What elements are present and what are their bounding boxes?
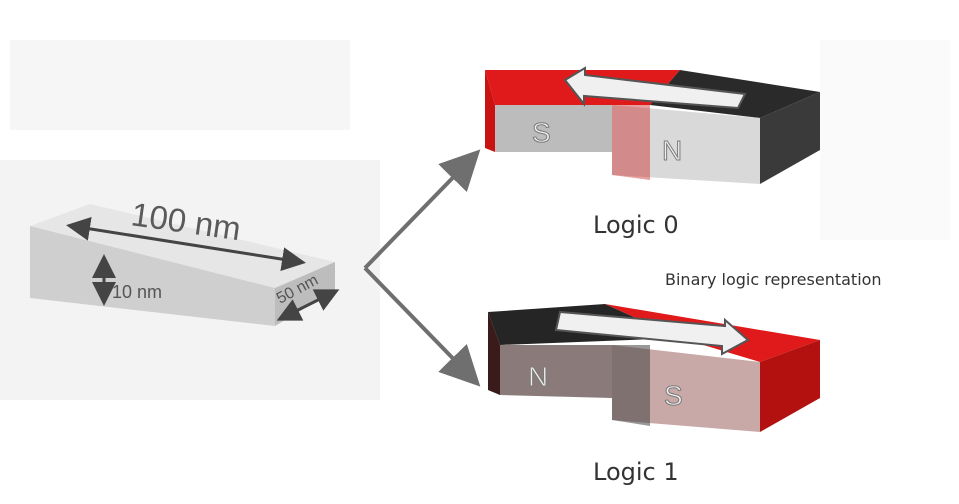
nanobar: 100 nm 10 nm 50 nm (30, 195, 340, 326)
background-panel-right (820, 40, 950, 240)
length-dimension-arrow (66, 216, 306, 272)
logic0-label: Logic 0 (593, 211, 679, 239)
logic0-front-right (612, 105, 760, 184)
logic0-front-left (495, 105, 612, 152)
logic1-front-dark-overlay (612, 345, 650, 426)
logic0-magnetization-arrow (563, 66, 747, 110)
logic1-right-pole: S (664, 380, 683, 411)
logic1-magnet: N S (488, 304, 820, 432)
logic1-front-left (500, 345, 612, 398)
logic0-left-pole: S (532, 117, 551, 148)
branch-arrow-down (363, 266, 481, 387)
logic0-magnet: S N (485, 66, 820, 184)
logic0-side-face (760, 92, 820, 184)
height-label: 10 nm (112, 282, 162, 302)
logic1-side-face (760, 340, 820, 432)
background-panel-left (10, 40, 350, 130)
logic0-right-pole: N (662, 135, 682, 166)
logic1-magnetization-arrow (554, 310, 750, 356)
logic1-left-pole: N (528, 361, 548, 392)
binary-logic-caption: Binary logic representation (665, 270, 882, 289)
width-dimension-arrow (276, 289, 340, 321)
logic0-front-overlay (612, 105, 650, 180)
logic0-front-left-red (485, 70, 495, 152)
branch-arrow-up (363, 149, 481, 270)
logic1-label: Logic 1 (593, 458, 679, 486)
branch-arrows (363, 149, 481, 387)
logic1-front-left-dark (488, 312, 500, 395)
